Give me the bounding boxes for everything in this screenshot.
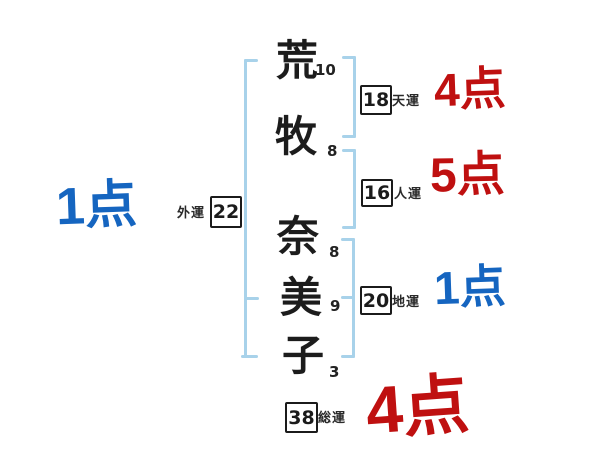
tenun-value-box: 18 <box>360 85 392 115</box>
tenun-bracket-tick-top <box>342 56 356 59</box>
stroke-count-1: 10 <box>315 61 336 79</box>
name-char-4: 美 <box>280 274 323 321</box>
chiun-score: 1点 <box>433 259 507 315</box>
name-char-2: 牧 <box>275 113 318 160</box>
tenun-label: 天運 <box>392 93 421 108</box>
tenun-bracket-tick-bottom <box>342 135 356 138</box>
name-char-3: 奈 <box>277 213 320 260</box>
stroke-count-3: 8 <box>329 243 340 261</box>
gaiun-bracket-tick-top <box>244 59 258 62</box>
name-char-1: 荒 <box>276 37 319 84</box>
chiun-bracket-tick-mid <box>341 296 355 299</box>
jinun-bracket-tick-top <box>342 149 356 152</box>
jinun-value-box: 16 <box>361 179 393 207</box>
jinun-score: 5点 <box>429 148 506 203</box>
stroke-count-4: 9 <box>330 297 341 315</box>
gaiun-bracket-tick-bottom <box>241 355 258 358</box>
gaiun-value-box: 22 <box>210 196 242 228</box>
stroke-count-2: 8 <box>327 142 338 160</box>
stroke-count-5: 3 <box>329 363 340 381</box>
gaiun-score: 1点 <box>55 175 138 237</box>
tenun-score: 4点 <box>433 61 507 117</box>
tenun-bracket-line <box>353 56 356 138</box>
souun-label: 総運 <box>318 410 347 425</box>
jinun-label: 人運 <box>394 186 423 201</box>
jinun-bracket-line <box>353 149 356 229</box>
chiun-bracket-tick-top <box>341 238 355 241</box>
chiun-bracket-tick-bottom <box>341 355 355 358</box>
gaiun-bracket-line <box>244 59 247 358</box>
chiun-label: 地運 <box>392 294 421 309</box>
souun-value-box: 38 <box>285 402 318 433</box>
chiun-value-box: 20 <box>360 286 392 315</box>
jinun-bracket-tick-bottom <box>342 226 356 229</box>
gaiun-bracket-tick-mid <box>244 297 259 300</box>
name-char-5: 子 <box>282 332 325 379</box>
gaiun-label: 外運 <box>177 205 206 220</box>
souun-score: 4点 <box>363 366 472 448</box>
